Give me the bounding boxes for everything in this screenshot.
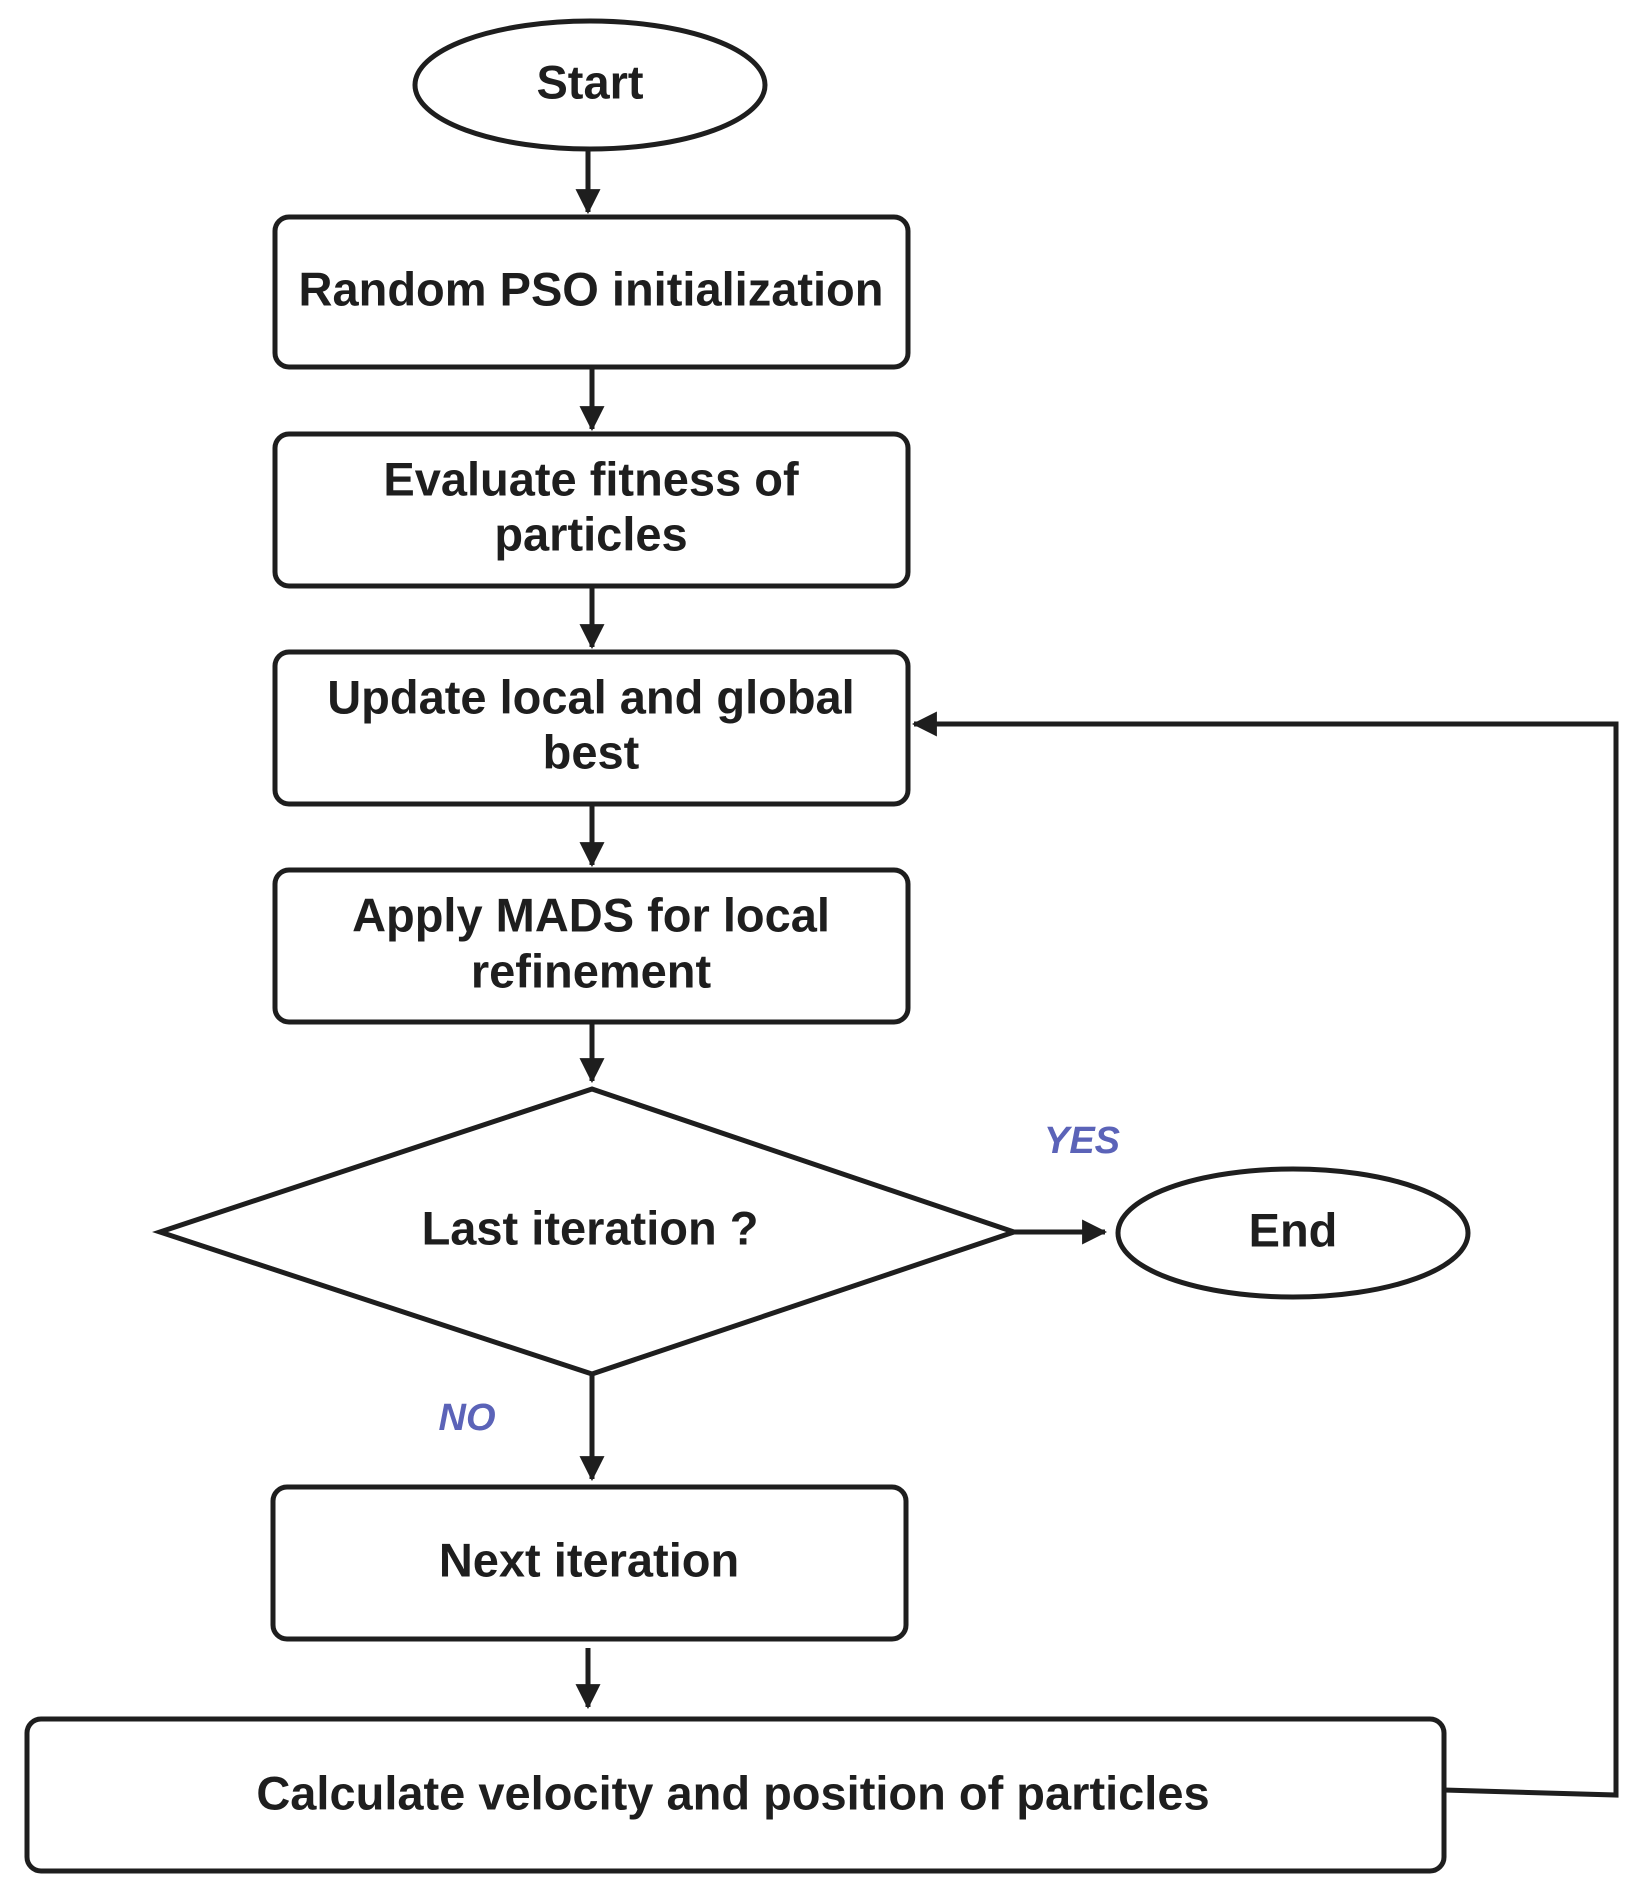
next-iteration-label: Next iteration xyxy=(439,1533,739,1586)
decision-label: Last iteration ? xyxy=(422,1201,759,1254)
update-label-line-2: best xyxy=(543,725,640,778)
mads-label-line-1: Apply MADS for local xyxy=(352,888,830,941)
mads-label-line-2: refinement xyxy=(471,944,712,997)
decision-diamond: Last iteration ? xyxy=(152,1086,1022,1377)
end-label: End xyxy=(1249,1203,1338,1256)
evaluate-process-box: Evaluate fitness of particles xyxy=(272,431,911,589)
next-iteration-box: Next iteration xyxy=(270,1484,909,1642)
update-process-box: Update local and global best xyxy=(272,649,911,807)
calculate-label: Calculate velocity and position of parti… xyxy=(256,1766,1209,1819)
no-branch-label: NO xyxy=(439,1397,496,1439)
calculate-process-box: Calculate velocity and position of parti… xyxy=(24,1716,1447,1874)
start-label: Start xyxy=(536,55,643,108)
evaluate-label-line-1: Evaluate fitness of xyxy=(383,452,799,505)
mads-process-box: Apply MADS for local refinement xyxy=(272,867,911,1025)
init-process-box: Random PSO initialization xyxy=(272,214,911,370)
arrow-loop-back-to-update xyxy=(911,711,1619,1798)
init-label: Random PSO initialization xyxy=(299,262,884,315)
evaluate-label-line-2: particles xyxy=(494,507,687,560)
start-node: Start xyxy=(412,18,768,152)
end-node: End xyxy=(1115,1166,1471,1300)
update-label-line-1: Update local and global xyxy=(327,670,855,723)
yes-branch-label: YES xyxy=(1044,1120,1120,1162)
